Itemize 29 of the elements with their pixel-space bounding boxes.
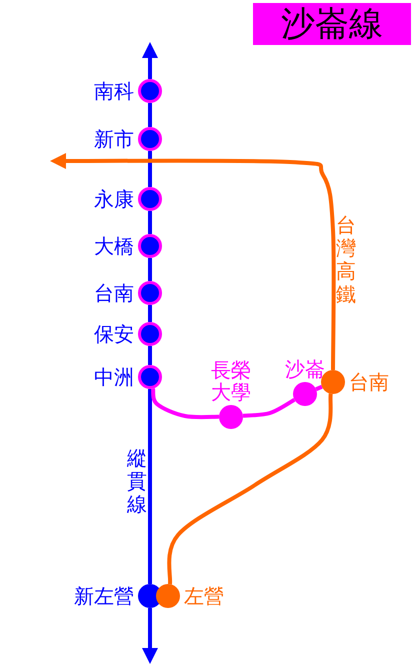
rail-line bbox=[148, 258, 152, 281]
station-name: 新左營 bbox=[74, 585, 134, 607]
title-banner: 沙崙線 bbox=[253, 3, 411, 45]
station-name: 保安 bbox=[94, 323, 134, 345]
station-name: 新市 bbox=[94, 128, 134, 150]
rail-line bbox=[148, 151, 152, 187]
rail-line bbox=[315, 384, 323, 392]
rail-line bbox=[148, 389, 152, 584]
line-name: 台灣高鐵 bbox=[336, 214, 357, 306]
station-name: 南科 bbox=[94, 80, 134, 102]
rail-line bbox=[151, 388, 219, 420]
rail-line-arrow bbox=[50, 153, 336, 370]
station-name: 中洲 bbox=[94, 366, 134, 388]
station-name: 台南 bbox=[349, 371, 389, 393]
station-name: 永康 bbox=[94, 188, 134, 210]
rail-line-arrow bbox=[142, 608, 158, 664]
rail-line bbox=[148, 103, 152, 127]
station-name: 大橋 bbox=[94, 235, 134, 257]
rail-line bbox=[148, 346, 152, 365]
station-name: 左營 bbox=[184, 585, 224, 607]
rail-line-arrow bbox=[142, 42, 158, 79]
rail-line bbox=[148, 211, 152, 234]
station-name: 沙崙 bbox=[285, 358, 325, 380]
station-name: 台南 bbox=[94, 282, 134, 304]
rail-line bbox=[148, 305, 152, 322]
rail-line bbox=[167, 394, 333, 584]
line-name: 縱貫線 bbox=[127, 447, 148, 516]
station-name: 長榮大學 bbox=[210, 359, 252, 403]
rail-line bbox=[242, 398, 296, 418]
